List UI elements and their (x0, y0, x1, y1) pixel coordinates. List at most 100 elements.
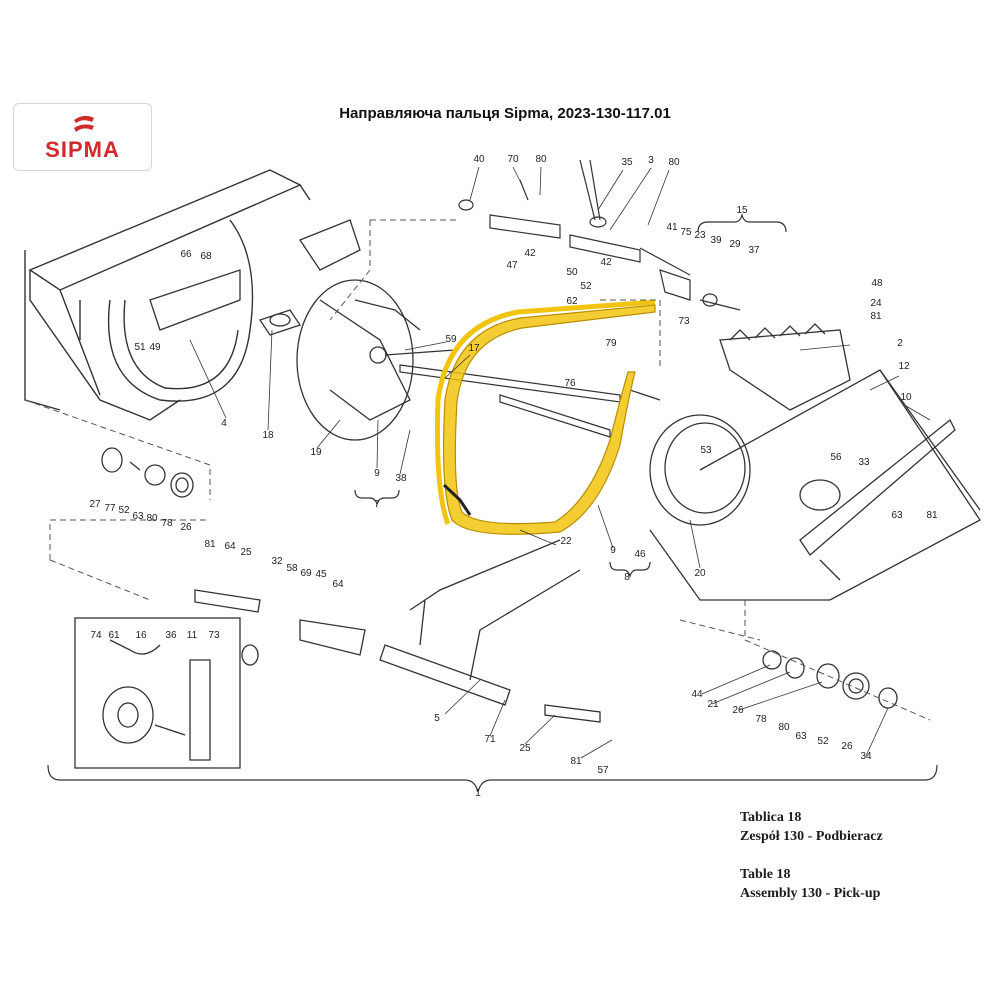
part-label-2: 2 (897, 338, 903, 349)
part-label-63: 63 (132, 511, 144, 522)
part-label-42: 42 (524, 248, 536, 259)
part-label-53: 53 (700, 445, 712, 456)
part-label-27: 27 (89, 499, 101, 510)
part-label-81: 81 (870, 311, 882, 322)
part-label-22: 22 (560, 536, 572, 547)
part-label-69: 69 (300, 568, 312, 579)
caption-english-line1: Table 18 (740, 867, 791, 882)
part-label-11: 11 (187, 630, 198, 641)
part-label-40: 40 (473, 154, 485, 165)
part-label-81: 81 (204, 539, 216, 550)
part-label-24: 24 (870, 298, 882, 309)
part-label-9: 9 (610, 545, 616, 556)
part-label-32: 32 (271, 556, 283, 567)
disk-20 (629, 389, 830, 601)
part-label-68: 68 (200, 251, 212, 262)
part-label-52: 52 (817, 736, 829, 747)
part-label-17: 17 (468, 343, 480, 354)
part-label-48: 48 (871, 278, 883, 289)
part-label-37: 37 (748, 245, 760, 256)
part-label-62: 62 (566, 296, 578, 307)
part-label-29: 29 (729, 239, 741, 250)
left-frame-panel (24, 169, 311, 421)
part-label-59: 59 (445, 334, 457, 345)
part-label-5: 5 (434, 713, 440, 724)
shaft-17 (399, 364, 621, 438)
part-label-74: 74 (90, 630, 102, 641)
part-label-61: 61 (108, 630, 120, 641)
part-label-8: 8 (624, 572, 630, 583)
part-label-79: 79 (605, 338, 617, 349)
part-label-21: 21 (707, 699, 719, 710)
right-bearing-parts (762, 650, 898, 709)
part-label-4: 4 (221, 418, 227, 429)
shaft-and-bracket (149, 219, 361, 336)
part-label-35: 35 (621, 157, 633, 168)
part-label-18: 18 (262, 430, 274, 441)
part-label-64: 64 (332, 579, 344, 590)
part-label-56: 56 (830, 452, 842, 463)
part-label-38: 38 (395, 473, 407, 484)
top-parts (458, 159, 741, 311)
part-label-1: 1 (475, 788, 481, 799)
part-label-52: 52 (580, 281, 592, 292)
part-label-76: 76 (564, 378, 576, 389)
sipma-logo: SIPMA (13, 103, 152, 171)
brand-name: SIPMA (45, 137, 120, 162)
part-label-63: 63 (795, 731, 807, 742)
part-label-7: 7 (374, 499, 380, 510)
part-label-51: 51 (134, 342, 146, 353)
part-label-44: 44 (691, 689, 703, 700)
part-label-26: 26 (841, 741, 853, 752)
caption-english-line2: Assembly 130 - Pick-up (740, 886, 881, 901)
caption-polish-line1: Tablica 18 (740, 810, 802, 825)
part-label-80: 80 (146, 513, 158, 524)
part-label-16: 16 (135, 630, 147, 641)
part-label-73: 73 (208, 630, 220, 641)
part-label-15: 15 (736, 205, 748, 216)
part-label-10: 10 (900, 392, 912, 403)
part-label-71: 71 (484, 734, 496, 745)
page-title: Направляюча пальця Sipma, 2023-130-117.0… (339, 105, 671, 122)
part-label-58: 58 (286, 563, 298, 574)
part-label-19: 19 (310, 447, 322, 458)
part-label-80: 80 (668, 157, 680, 168)
part-label-70: 70 (507, 154, 519, 165)
part-label-81: 81 (926, 510, 938, 521)
part-label-75: 75 (680, 227, 692, 238)
comb-and-housing (699, 323, 981, 601)
sipma-swoosh-icon (74, 115, 94, 132)
part-label-12: 12 (898, 361, 910, 372)
part-label-49: 49 (149, 342, 161, 353)
assembly-brace (47, 764, 938, 793)
part-label-25: 25 (240, 547, 252, 558)
part-label-46: 46 (634, 549, 646, 560)
part-label-81: 81 (570, 756, 582, 767)
part-label-47: 47 (506, 260, 518, 271)
part-label-25: 25 (519, 743, 531, 754)
part-label-23: 23 (694, 230, 706, 241)
finger-guide-22 (434, 299, 656, 535)
part-label-45: 45 (315, 569, 327, 580)
part-label-66: 66 (180, 249, 192, 260)
part-label-26: 26 (180, 522, 192, 533)
part-label-20: 20 (694, 568, 706, 579)
caption-polish-line2: Zespół 130 - Podbieracz (740, 829, 883, 844)
caption-english: Table 18 Assembly 130 - Pick-up (740, 865, 880, 903)
part-label-64: 64 (224, 541, 236, 552)
part-label-57: 57 (597, 765, 609, 776)
part-label-3: 3 (648, 155, 654, 166)
part-label-41: 41 (666, 222, 678, 233)
part-label-80: 80 (778, 722, 790, 733)
small-braces (354, 212, 787, 578)
part-label-52: 52 (118, 505, 130, 516)
part-label-77: 77 (104, 503, 116, 514)
part-label-78: 78 (161, 518, 173, 529)
left-bearing-parts (101, 447, 194, 498)
part-label-9: 9 (374, 468, 380, 479)
part-label-50: 50 (566, 267, 578, 278)
part-label-39: 39 (710, 235, 722, 246)
part-label-63: 63 (891, 510, 903, 521)
